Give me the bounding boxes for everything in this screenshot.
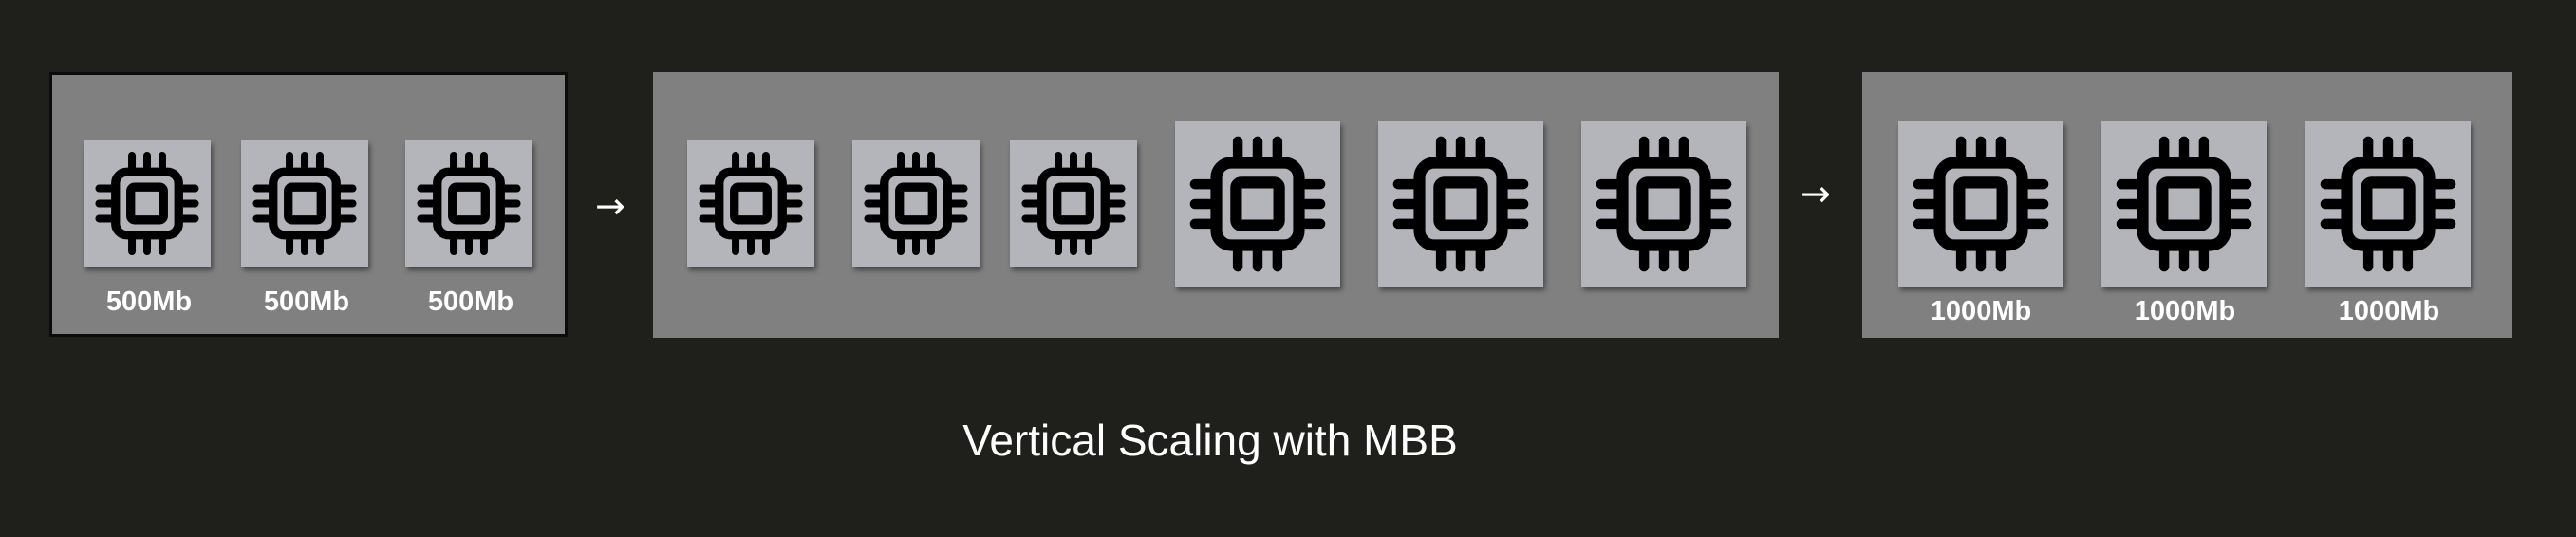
chip-tile-upgraded	[2101, 121, 2267, 287]
cpu-chip-icon	[1175, 121, 1340, 287]
memory-label: 500Mb	[105, 287, 193, 317]
memory-label: 500Mb	[263, 287, 350, 317]
memory-label: 500Mb	[427, 287, 514, 317]
cpu-chip-icon	[1010, 140, 1137, 267]
cpu-chip-icon	[1581, 121, 1746, 287]
chip-tile-upgraded	[1378, 121, 1543, 287]
cpu-chip-icon	[241, 140, 368, 267]
diagram-caption: Vertical Scaling with MBB	[962, 416, 1458, 465]
cpu-chip-icon	[1898, 121, 2063, 287]
cpu-chip-icon	[405, 140, 532, 267]
memory-label: 1000Mb	[2134, 296, 2236, 326]
cpu-chip-icon	[2101, 121, 2267, 287]
chip-tile	[1010, 140, 1137, 267]
memory-label: 1000Mb	[1930, 296, 2032, 326]
cpu-chip-icon	[1378, 121, 1543, 287]
arrow-right-icon: →	[1801, 173, 1831, 214]
cpu-chip-icon	[2305, 121, 2471, 287]
chip-tile-upgraded	[2305, 121, 2471, 287]
memory-label: 1000Mb	[2338, 296, 2440, 326]
chip-tile	[405, 140, 532, 267]
chip-tile-upgraded	[1581, 121, 1746, 287]
chip-tile	[84, 140, 211, 267]
chip-tile-upgraded	[1898, 121, 2063, 287]
cpu-chip-icon	[687, 140, 814, 267]
cpu-chip-icon	[852, 140, 980, 267]
chip-tile-upgraded	[1175, 121, 1340, 287]
cpu-chip-icon	[84, 140, 211, 267]
arrow-right-icon: →	[595, 185, 625, 227]
chip-tile	[852, 140, 980, 267]
chip-tile	[687, 140, 814, 267]
chip-tile	[241, 140, 368, 267]
